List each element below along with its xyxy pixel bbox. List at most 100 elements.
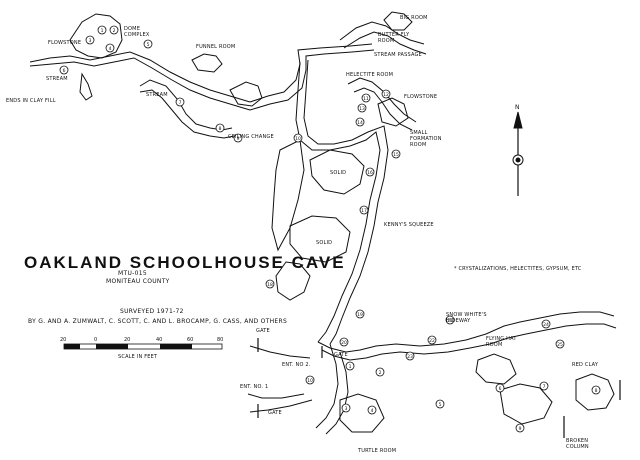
pillar-solid-lower	[289, 215, 351, 263]
entrance-passage-3	[247, 393, 305, 399]
butterfly-room	[383, 11, 413, 31]
station-number: 18	[267, 282, 273, 288]
entrance-passage-2	[249, 399, 313, 413]
passage-lower-connector-2	[321, 347, 471, 361]
station-number: 1	[349, 364, 352, 370]
station-number: 8	[595, 388, 598, 394]
cave-id: MTU-015	[118, 270, 147, 277]
funnel-room-outline	[191, 53, 223, 73]
passage-west-lobe-2	[139, 89, 235, 139]
station-number: 21	[447, 318, 453, 324]
label-gate-2: GATE	[334, 352, 348, 358]
se-chamber	[499, 383, 553, 425]
station-number: 10	[307, 378, 313, 384]
station-number: 14	[357, 120, 363, 126]
scale-tick-4: 60	[187, 337, 194, 343]
label-solid-2: SOLID	[316, 240, 333, 246]
west-chamber	[271, 139, 305, 252]
passage-south-2	[325, 351, 349, 435]
county-name: MONITEAU COUNTY	[106, 278, 170, 285]
passage-big-room	[339, 21, 425, 45]
station-number: 7	[543, 384, 546, 390]
label-helectite-room: HELECTITE ROOM	[346, 72, 394, 78]
station-number: 22	[429, 338, 435, 344]
legend-note: * CRYSTALIZATIONS, HELECTITES, GYPSUM, E…	[454, 266, 582, 272]
passage-nw-stream-2	[29, 57, 251, 111]
passage-lower-connector	[317, 339, 467, 353]
scale-tick-3: 40	[156, 337, 163, 343]
passage-ends-clay	[79, 72, 93, 101]
station-number: 16	[367, 170, 373, 176]
passage-main-ns-1	[295, 61, 381, 343]
station-number: 3	[89, 38, 92, 44]
passage-helectite	[347, 77, 417, 123]
station-number: 11	[363, 96, 369, 102]
label-gate-1: GATE	[256, 328, 270, 334]
turtle-room	[339, 393, 385, 433]
station-number: 5	[439, 402, 442, 408]
station-number: 1	[101, 28, 104, 34]
small-formation-room	[377, 97, 409, 127]
passage-central-2	[249, 49, 375, 111]
label-gate-3: GATE	[268, 410, 282, 416]
north-label: N	[515, 104, 520, 111]
survey-stations	[59, 25, 601, 433]
label-ent-no1: ENT. NO. 1	[240, 384, 269, 390]
surveyor-credits: BY G. AND A. ZUMWALT, C. SCOTT, C. AND L…	[28, 318, 288, 325]
scale-tick-5: 80	[217, 337, 224, 343]
flying-hat-room	[475, 353, 517, 385]
passage-south-1	[315, 343, 339, 429]
surveyed-date: SURVEYED 1971-72	[120, 308, 184, 315]
station-number: 9	[519, 426, 522, 432]
label-butterfly-room: BUTTER FLY ROOM	[378, 32, 410, 44]
station-number: 24	[543, 322, 549, 328]
label-stream-nw: STREAM	[46, 76, 68, 82]
scale-tick-2: 20	[124, 337, 131, 343]
entrance-passage-1	[249, 345, 311, 359]
label-stream-passage: STREAM PASSAGE	[374, 52, 422, 58]
label-stream-w: STREAM	[146, 92, 168, 98]
station-number: 19	[357, 312, 363, 318]
label-funnel-room: FUNNEL ROOM	[196, 44, 236, 50]
scale-tick-1: 0	[94, 337, 98, 343]
label-snow-whites-hideway: SNOW WHITE'S HIDEWAY	[446, 312, 487, 324]
station-number: 17	[361, 208, 367, 214]
station-number: 4	[109, 46, 112, 52]
label-small-formation-room: SMALL FORMATION ROOM	[410, 130, 442, 148]
scale-tick-0: 20	[60, 337, 67, 343]
label-flying-hat-room: FLYING HAT ROOM	[486, 336, 517, 348]
station-number: 3	[345, 406, 348, 412]
station-number: 4	[371, 408, 374, 414]
station-number: 2	[113, 28, 116, 34]
station-number: 12	[383, 92, 389, 98]
label-broken-column: BROKEN COLUMN	[566, 438, 589, 450]
label-ent-no2: ENT. NO 2.	[282, 362, 311, 368]
label-big-room: BIG ROOM	[400, 15, 428, 21]
passage-loop	[229, 81, 263, 107]
cave-title: OAKLAND SCHOOLHOUSE CAVE	[24, 253, 346, 272]
scale-label: SCALE IN FEET	[118, 354, 158, 360]
pillar-solid-upper	[309, 149, 365, 195]
station-number: 25	[557, 342, 563, 348]
station-number: 5	[147, 42, 150, 48]
passage-sw-lobe	[275, 261, 311, 301]
station-number: 9	[237, 136, 240, 142]
label-turtle-room: TURTLE ROOM	[358, 448, 397, 454]
label-red-clay: RED CLAY	[572, 362, 599, 368]
station-number: 23	[407, 354, 413, 360]
label-kennys-squeeze: KENNY'S SQUEEZE	[384, 222, 434, 228]
station-number: 13	[359, 106, 365, 112]
passage-nw-stream	[29, 51, 251, 103]
station-number: 20	[341, 340, 347, 346]
station-number: 15	[393, 152, 399, 158]
station-number: 10	[295, 136, 301, 142]
station-number: 6	[63, 68, 66, 74]
passage-se-2	[469, 323, 617, 349]
passage-se-1	[465, 311, 615, 341]
label-dome-complex: DOME COMPLEX	[124, 26, 150, 38]
scale-bar	[63, 343, 223, 350]
label-flowstone-ne: FLOWSTONE	[404, 94, 438, 100]
passage-nw-dome	[69, 13, 123, 59]
station-number: 7	[179, 100, 182, 106]
